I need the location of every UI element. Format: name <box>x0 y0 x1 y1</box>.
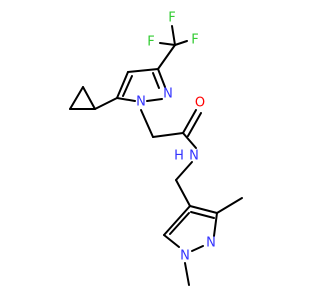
bond-ring-b-n1-methyl <box>184 262 190 286</box>
bonds <box>69 25 243 286</box>
bond-ring-b-c5-c4-double <box>169 212 190 235</box>
bond-ring-b-c4-c3 <box>189 205 218 214</box>
bond-ring-a-c4-c3 <box>127 68 159 73</box>
atom-f-right: F <box>191 33 198 48</box>
bond-ring-b-c3-methyl <box>216 197 243 214</box>
bond-cyclopropyl-1 <box>69 86 84 110</box>
bond-cf3-f-left <box>159 42 176 46</box>
atom-n-ring-b-1: N <box>180 249 190 264</box>
atom-n-ring-a-1: N <box>136 95 146 110</box>
atom-h-amide: H <box>174 149 184 164</box>
bond-amide-n-ch2 <box>175 161 193 181</box>
molecule-structure: F F F N N O N H N N <box>0 0 300 300</box>
bond-carbonyl-oxygen <box>182 109 197 134</box>
atom-f-left: F <box>147 35 154 50</box>
bond-ring-a-n1-c5 <box>116 97 136 102</box>
atom-n-ring-b-2: N <box>206 236 216 251</box>
bond-cyclopropyl-3 <box>82 86 96 110</box>
atom-labels: F F F N N O N H N N <box>136 11 216 264</box>
atom-o-carbonyl: O <box>195 96 205 111</box>
background <box>0 0 300 300</box>
bond-ring-b-c3-n2 <box>213 212 218 237</box>
bond-c3-cf3 <box>157 44 176 70</box>
bond-cf3-f-top <box>171 25 176 46</box>
bond-ring-b-n1-c5 <box>163 234 180 248</box>
bond-ch2-carbonyl <box>152 132 184 138</box>
bond-carbonyl-oxygen-double <box>187 112 202 137</box>
bond-ring-b-c5-c4 <box>163 205 191 236</box>
atom-n-amide: N <box>189 149 199 164</box>
bond-ring-a-c3-n2 <box>157 68 166 88</box>
bond-ring-a-c3-n2-double <box>152 72 160 89</box>
bond-ring-b-n2-n1 <box>191 245 204 252</box>
bond-carbonyl-amide-n <box>182 132 197 149</box>
atom-f-top: F <box>168 11 175 26</box>
atom-n-ring-a-2: N <box>163 87 173 102</box>
bond-ring-a-n2-n1 <box>146 98 163 102</box>
bond-cyclopropyl-to-ring <box>94 97 118 110</box>
bond-ring-a-c5-c4 <box>116 71 129 99</box>
bond-ring-b-c4-c3-double <box>190 211 215 219</box>
bond-n1-ch2 <box>140 109 154 138</box>
bond-ring-a-c5-c4-double <box>122 75 133 97</box>
bond-cf3-f-right <box>174 40 188 46</box>
bond-ch2-ring-b <box>175 179 191 207</box>
